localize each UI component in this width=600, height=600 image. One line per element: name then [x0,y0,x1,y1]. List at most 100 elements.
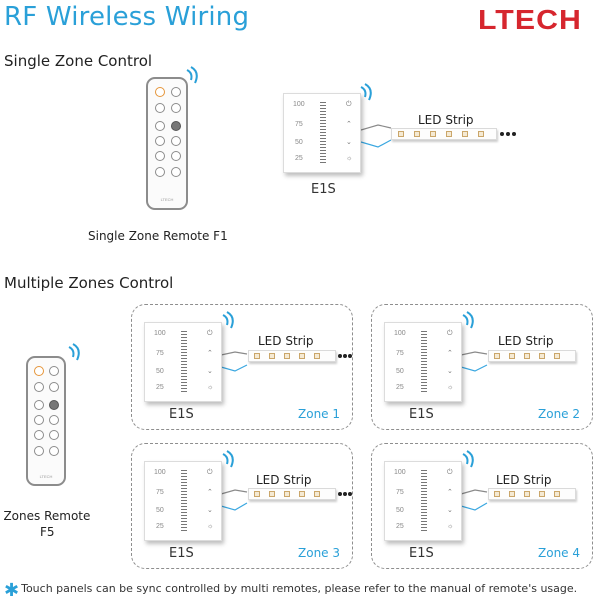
touch-panel-e1s: 100 75 50 25 ⏻ ⌃ ⌄ ☼ [384,322,462,402]
zone-4-box: 100 75 50 25 ⏻ ⌃ ⌄ ☼ LED Strip E1S Zone … [371,443,593,569]
scale-label: 75 [156,350,164,357]
remote-button [171,151,181,161]
scale-label: 25 [295,155,303,162]
panel-e1s-label: E1S [311,182,336,197]
remote-button [49,400,59,410]
touch-panel-e1s: 100 75 50 25 ⏻ ⌃ ⌄ ☼ [144,461,222,541]
wires-single [360,124,392,148]
scale-label: 100 [154,330,166,337]
remote-button [171,136,181,146]
brightness-down-icon: ⌄ [447,507,453,514]
footnote: ✱Touch panels can be sync controlled by … [4,580,577,600]
remote-button [49,430,59,440]
remote-f5: LTECH [26,356,66,486]
section-single-zone-heading: Single Zone Control [4,52,153,70]
brightness-up-icon: ⌃ [346,121,352,128]
scale-label: 50 [156,507,164,514]
wireless-signal-icon [222,450,234,468]
wireless-signal-icon [360,83,372,101]
led-strip-label: LED Strip [498,334,554,348]
led-strip [488,350,576,362]
scale-label: 100 [394,469,406,476]
wireless-signal-icon [186,66,198,84]
wireless-signal-icon [462,450,474,468]
remote-button [155,151,165,161]
continuation-dot [338,492,342,496]
remote-f1-label: Single Zone Remote F1 [88,229,228,243]
led-strip-label: LED Strip [256,473,312,487]
wire-blue [220,502,248,511]
continuation-dot [512,132,516,136]
wireless-signal-icon [462,311,474,329]
panel-e1s-label: E1S [409,407,434,422]
remote-button [34,415,44,425]
scale-label: 50 [396,507,404,514]
led-strip [248,488,336,500]
scene-icon: ☼ [207,523,214,530]
brightness-down-icon: ⌄ [447,368,453,375]
remote-f5-model: F5 [40,525,55,539]
brightness-down-icon: ⌄ [346,139,352,146]
zone-2-label: Zone 2 [538,407,580,421]
panel-e1s-label: E1S [409,546,434,561]
scale-label: 25 [396,384,404,391]
brightness-slider [320,102,326,164]
led-strip [391,128,497,140]
wireless-signal-icon [68,343,80,361]
zone-3-label: Zone 3 [298,546,340,560]
wire-blue [460,364,488,372]
zone-4-label: Zone 4 [538,546,580,560]
led-strip [488,488,576,500]
brightness-up-icon: ⌃ [447,489,453,496]
remote-f5-label: 4 Zones Remote [0,509,91,523]
continuation-dot [348,492,352,496]
led-strip [248,350,336,362]
ltech-logo: LTECH [478,4,582,35]
power-icon: ⏻ [447,469,453,476]
power-icon: ⏻ [207,469,213,476]
wire-blue [460,502,488,511]
scale-label: 50 [295,139,303,146]
page-title: RF Wireless Wiring [4,2,250,32]
wire-gray [460,351,488,356]
power-icon: ⏻ [447,330,453,337]
remote-brand-mark: LTECH [39,474,53,479]
continuation-dot [500,132,504,136]
scene-icon: ☼ [447,384,454,391]
continuation-dot [343,354,347,358]
remote-button [171,87,181,97]
power-button [34,366,44,376]
scale-label: 25 [396,523,404,530]
touch-panel-e1s: 100 75 50 25 ⏻ ⌃ ⌄ ☼ [144,322,222,402]
scale-label: 100 [154,469,166,476]
remote-button [49,446,59,456]
continuation-dot [343,492,347,496]
power-button [155,87,165,97]
brightness-down-icon: ⌄ [207,507,213,514]
remote-button [34,430,44,440]
led-strip-label: LED Strip [496,473,552,487]
brightness-slider [181,331,187,393]
remote-button [34,382,44,392]
scale-label: 75 [295,121,303,128]
remote-button [155,136,165,146]
scale-label: 75 [396,350,404,357]
scale-label: 25 [156,523,164,530]
wire-gray [220,351,248,356]
panel-e1s-label: E1S [169,407,194,422]
section-multi-zone-heading: Multiple Zones Control [4,274,174,292]
brightness-slider [421,331,427,393]
wireless-signal-icon [222,311,234,329]
wire-blue [360,139,392,148]
remote-f1: LTECH [146,77,188,210]
scale-label: 100 [394,330,406,337]
touch-panel-e1s: 100 75 50 25 ⏻ ⌃ ⌄ ☼ [283,93,361,173]
touch-panel-e1s: 100 75 50 25 ⏻ ⌃ ⌄ ☼ [384,461,462,541]
wires-zone-4 [460,489,488,511]
remote-button [155,167,165,177]
remote-button [171,103,181,113]
remote-button [171,167,181,177]
scene-icon: ☼ [346,155,353,162]
continuation-dot [338,354,342,358]
wire-gray [460,489,488,495]
